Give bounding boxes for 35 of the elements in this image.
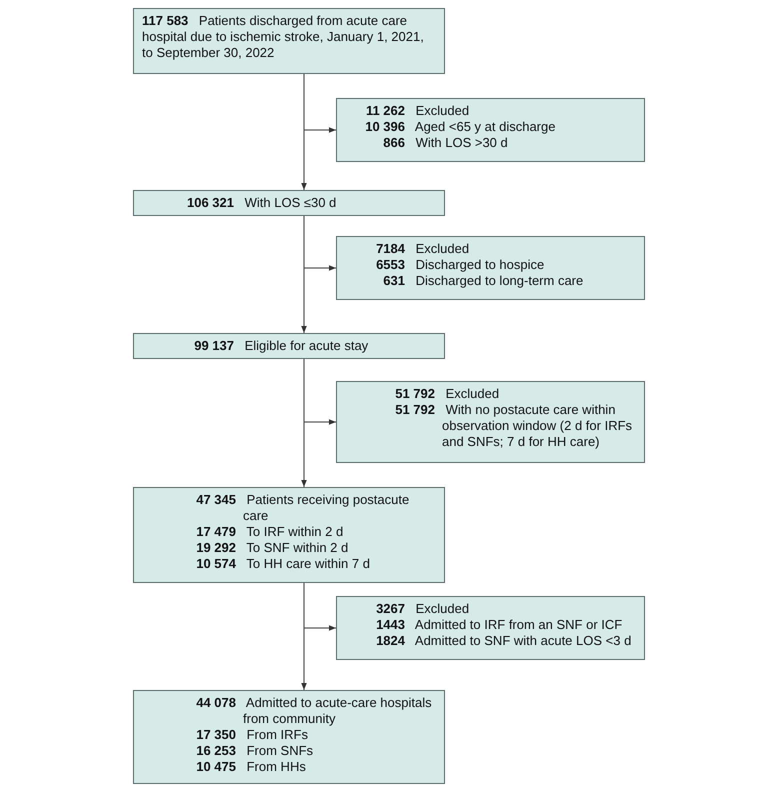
count-text: 17 350 From IRFs	[195, 727, 309, 743]
flow-box	[133, 190, 445, 216]
count-text: 1443 Admitted to IRF from an SNF or ICF	[375, 617, 624, 633]
flow-box	[133, 8, 445, 74]
count-text: 99 137 Eligible for acute stay	[193, 338, 370, 354]
flow-box	[133, 690, 445, 784]
count-text: 10 396 Aged <65 y at discharge	[364, 119, 556, 135]
count-text: 106 321 With LOS ≤30 d	[186, 195, 338, 211]
arrow	[301, 358, 307, 488]
flow-box	[336, 98, 645, 162]
arrow	[301, 582, 307, 690]
flow-box	[336, 596, 645, 660]
count-text: 117 583 Patients discharged from acute care hospital due to ischemic stroke, January 1, 2021, to September 30, 2022	[142, 13, 425, 61]
flow-box	[133, 487, 445, 583]
count-text: 51 792 With no postacute care within observation window (2 d for IRFs and SNFs; 7 d for HH care)	[394, 402, 634, 450]
count-text: 11 262 Excluded	[364, 103, 470, 119]
count-text: 1824 Admitted to SNF with acute LOS <3 d	[375, 633, 632, 649]
flow-box	[336, 381, 645, 463]
count-text: 6553 Discharged to hospice	[375, 257, 546, 273]
count-text: 631 Discharged to long-term care	[382, 273, 584, 289]
count-text: 51 792 Excluded	[394, 386, 500, 402]
count-text: 44 078 Admitted to acute-care hospitals from community	[195, 695, 433, 727]
count-text: 47 345 Patients receiving postacute care	[195, 492, 410, 524]
count-text: 17 479 To IRF within 2 d	[195, 524, 344, 540]
count-text: 866 With LOS >30 d	[382, 135, 509, 151]
arrow	[301, 216, 307, 334]
flow-box	[336, 236, 645, 300]
count-text: 7184 Excluded	[375, 241, 470, 257]
flow-box	[133, 333, 445, 359]
count-text: 19 292 To SNF within 2 d	[195, 540, 350, 556]
count-text: 16 253 From SNFs	[195, 743, 314, 759]
arrow	[301, 74, 307, 190]
count-text: 10 475 From HHs	[195, 759, 307, 775]
count-text: 10 574 To HH care within 7 d	[195, 556, 371, 572]
count-text: 3267 Excluded	[375, 601, 470, 617]
